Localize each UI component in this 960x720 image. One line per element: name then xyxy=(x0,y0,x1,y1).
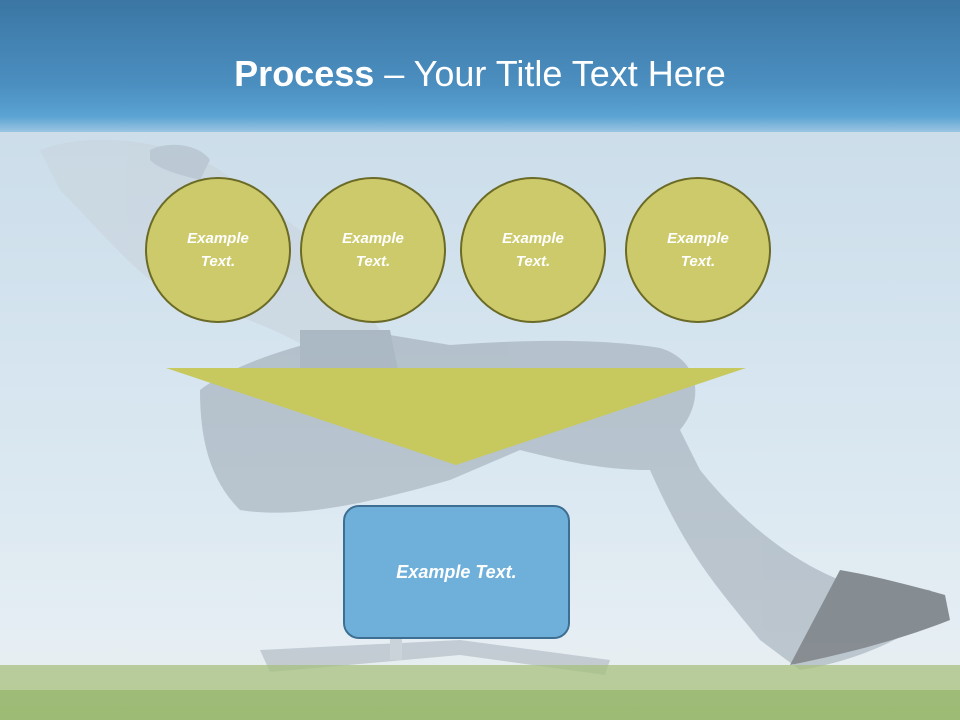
title-rest-text: Your Title Text Here xyxy=(413,53,726,94)
circle-label: Example Text. xyxy=(342,230,404,270)
process-circle-1[interactable]: Example Text. xyxy=(145,177,291,323)
result-box-label: Example Text. xyxy=(396,561,517,582)
result-box[interactable]: Example Text. xyxy=(343,505,570,639)
slide-title: Process – Your Title Text Here xyxy=(0,48,960,100)
title-dash: – xyxy=(374,53,414,94)
circle-label: Example Text. xyxy=(667,230,729,270)
funnel-triangle xyxy=(166,368,746,465)
title-bold-text: Process xyxy=(234,53,375,94)
process-circle-4[interactable]: Example Text. xyxy=(625,177,771,323)
circle-label: Example Text. xyxy=(502,230,564,270)
process-circle-2[interactable]: Example Text. xyxy=(300,177,446,323)
title-band xyxy=(0,0,960,132)
process-circle-3[interactable]: Example Text. xyxy=(460,177,606,323)
circle-label: Example Text. xyxy=(187,230,249,270)
